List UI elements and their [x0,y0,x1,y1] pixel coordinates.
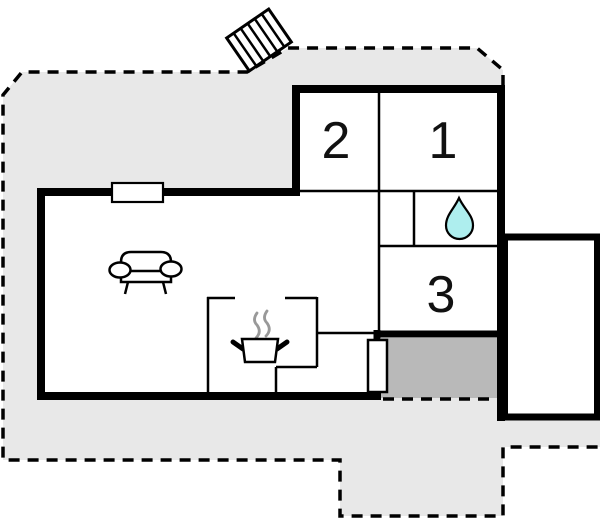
window [110,181,165,204]
room-3-label: 3 [427,266,456,324]
terrace [381,338,500,398]
main-house [37,85,505,400]
room-1-label: 1 [429,112,458,170]
stairs-icon [224,6,294,74]
terrace-door [366,338,389,394]
annex-room [501,233,600,421]
interior-walls [206,89,501,396]
exterior-walls [37,85,505,421]
plot-boundary-dashed [1,46,600,518]
water-drop-icon [444,195,475,241]
sofa-icon [108,250,183,295]
pot-body [240,337,280,364]
steam-lines [253,309,271,340]
room-2-label: 2 [322,112,351,170]
stove-icon [230,309,290,364]
